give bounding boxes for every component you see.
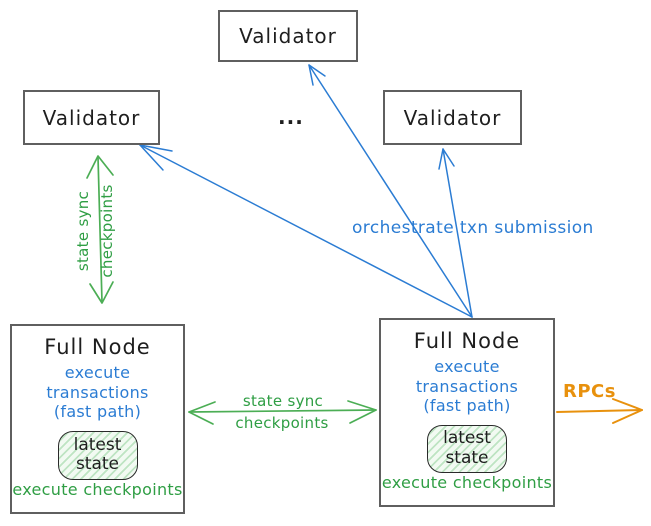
rpcs-label: RPCs	[563, 381, 616, 402]
full-node-left-box: Full Node execute transactions (fast pat…	[10, 324, 185, 514]
state-sync-vertical-label-line1: state sync	[74, 190, 92, 272]
orchestrate-label: orchestrate txn submission	[352, 218, 594, 238]
validator-right-label: Validator	[403, 105, 502, 130]
state-sync-horizontal-label-line2: checkpoints	[235, 414, 329, 432]
validators-ellipsis: ...	[278, 105, 304, 129]
full-node-right-exec-line2: (fast path)	[423, 396, 511, 416]
latest-state-line2: state	[445, 447, 489, 468]
full-node-right-footer: execute checkpoints	[381, 473, 553, 492]
full-node-left-exec-line2: (fast path)	[53, 402, 142, 422]
full-node-right-box: Full Node execute transactions (fast pat…	[379, 318, 555, 507]
full-node-left-latest-state-box: latest state	[57, 430, 138, 480]
orchestrate-arrow-to-right-validator	[438, 148, 473, 318]
orchestrate-arrow-to-left-validator	[139, 144, 473, 318]
validator-left-label: Validator	[42, 105, 141, 130]
validator-top-box: Validator	[218, 10, 358, 62]
state-sync-vertical-label-line2: checkpoints	[98, 184, 116, 278]
full-node-right-latest-state-box: latest state	[427, 424, 507, 473]
rpcs-arrow	[556, 398, 643, 424]
state-sync-vertical-arrow	[86, 155, 114, 304]
full-node-left-title: Full Node	[44, 335, 151, 359]
full-node-left-footer: execute checkpoints	[12, 480, 183, 499]
full-node-left-exec-line1: execute transactions	[46, 363, 149, 402]
latest-state-line1: latest	[443, 428, 491, 449]
latest-state-line1: latest	[73, 434, 122, 455]
full-node-left-exec: execute transactions (fast path)	[12, 363, 183, 422]
latest-state-line2: state	[75, 454, 120, 475]
orchestrate-arrow-to-top-validator	[308, 64, 473, 318]
state-sync-horizontal-label-line1: state sync	[242, 392, 324, 410]
full-node-right-exec-line1: execute transactions	[415, 357, 519, 396]
validator-top-label: Validator	[239, 24, 337, 48]
validator-left-box: Validator	[23, 90, 160, 145]
full-node-right-exec: execute transactions (fast path)	[381, 357, 553, 416]
validator-right-box: Validator	[383, 90, 522, 145]
state-sync-horizontal-arrow	[188, 400, 377, 425]
full-node-right-title: Full Node	[413, 329, 521, 353]
